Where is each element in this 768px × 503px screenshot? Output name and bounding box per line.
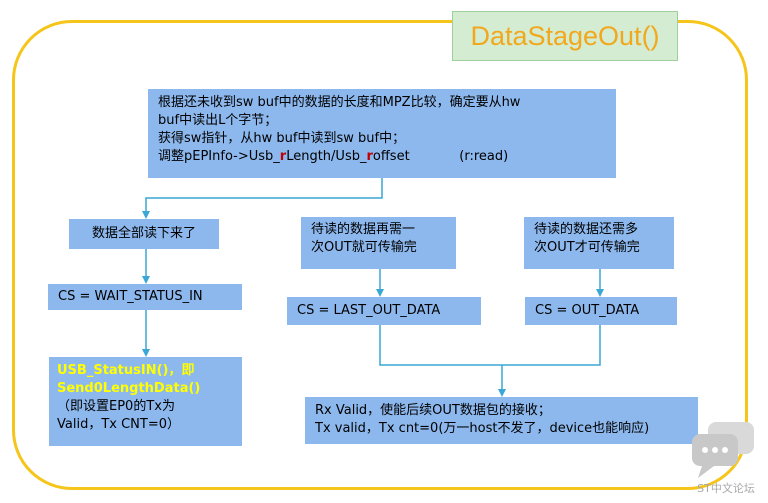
all-read-box: 数据全部读下来了 [69, 219, 219, 249]
main-line-4-post: offset (r:read) [372, 149, 509, 164]
wait-more-box: 待读的数据还需多 次OUT才可传输完 [524, 217, 674, 269]
chat-bubble-icon [692, 422, 754, 478]
wait-last-line-1: 待读的数据再需一 [311, 222, 416, 237]
main-line-4-r1: r [279, 149, 287, 164]
main-line-4-r2: r [366, 149, 373, 164]
usb-status-line-1: USB_StatusIN()，即 [57, 363, 195, 378]
wait-more-line-1: 待读的数据还需多 [534, 222, 639, 237]
main-line-4: 调整pEPInfo->Usb_rLength/Usb_roffset (r:re… [158, 148, 606, 166]
main-line-4-mid: Length/Usb_ [286, 149, 367, 164]
title-box: DataStageOut() [452, 11, 678, 61]
main-line-3: 获得sw指针，从hw buf中读到sw buf中； [158, 131, 406, 146]
wait-more-line-2: 次OUT才可传输完 [534, 240, 640, 255]
arrow-merge-right [502, 325, 601, 366]
outer-frame [12, 20, 748, 490]
diagram-title: DataStageOut() [470, 20, 660, 51]
rx-line-2: Tx valid，Tx cnt=0(万一host不发了，device也能响应) [315, 421, 650, 436]
cs-out-data-box: CS = OUT_DATA [525, 297, 677, 325]
wait-last-line-2: 次OUT就可传输完 [311, 240, 417, 255]
wait-last-box: 待读的数据再需一 次OUT就可传输完 [301, 217, 456, 269]
usb-status-line-2: Send0LengthData() [57, 381, 201, 396]
usb-status-line-3: （即设置EP0的Tx为 [57, 399, 175, 414]
cs-last-out-data-box: CS = LAST_OUT_DATA [287, 297, 481, 325]
main-line-2: buf中读出L个字节； [158, 113, 278, 128]
main-process-box: 根据还未收到sw buf中的数据的长度和MPZ比较，确定要从hw buf中读出L… [148, 89, 616, 178]
usb-status-in-box: USB_StatusIN()，即 Send0LengthData() （即设置E… [49, 357, 242, 446]
cs-wait-status-box: CS = WAIT_STATUS_IN [48, 284, 242, 310]
usb-status-line-4: Valid，Tx CNT=0） [57, 417, 180, 432]
arrow-main-to-all [142, 178, 383, 219]
rx-valid-box: Rx Valid，使能后续OUT数据包的接收； Tx valid，Tx cnt=… [305, 397, 698, 444]
main-line-4-pre: 调整pEPInfo->Usb_ [158, 149, 280, 164]
watermark-text: ST中文论坛 [697, 482, 755, 495]
arrow-merge-left [379, 325, 502, 366]
main-line-1: 根据还未收到sw buf中的数据的长度和MPZ比较，确定要从hw [158, 95, 521, 110]
rx-line-1: Rx Valid，使能后续OUT数据包的接收； [315, 403, 551, 418]
